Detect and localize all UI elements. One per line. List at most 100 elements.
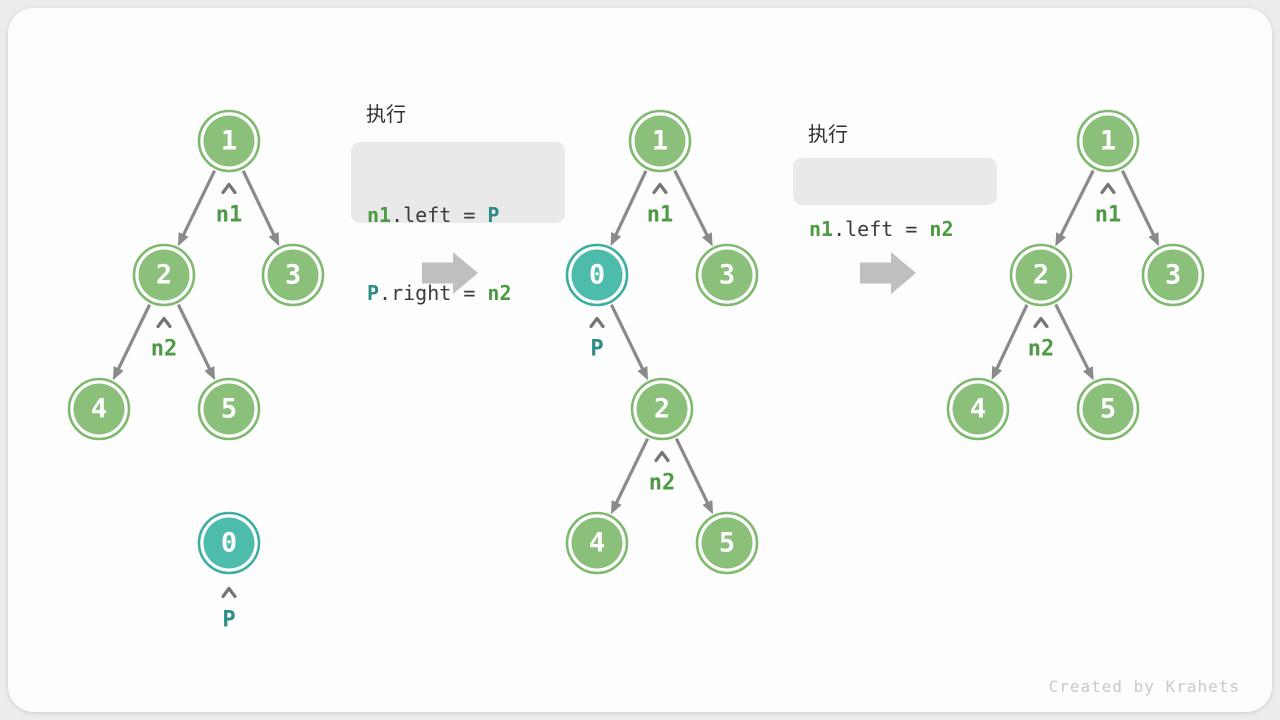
edge-arrowhead-icon — [1148, 232, 1160, 247]
pointer-n2: n2 — [151, 316, 177, 362]
node-value: 2 — [156, 260, 172, 291]
edge-arrowhead-icon — [204, 366, 216, 381]
pointer-label: P — [222, 608, 235, 633]
edge-arrowhead-icon — [610, 500, 622, 515]
caret-up-icon — [221, 182, 237, 195]
caret-up-icon — [652, 182, 668, 195]
code-token: P — [367, 281, 380, 305]
code-line: n1.left = n2 — [809, 214, 997, 244]
node-body — [73, 383, 125, 435]
tree-node-2: 2 — [630, 377, 694, 441]
pointer-P: P — [589, 316, 605, 362]
pointer-label: n1 — [647, 203, 674, 228]
caret-up-icon — [654, 450, 670, 463]
edge-line — [674, 437, 711, 506]
node-value: 3 — [285, 260, 301, 291]
node-body — [203, 115, 255, 167]
transition-arrow-icon — [860, 252, 916, 294]
node-value: 1 — [1100, 126, 1116, 157]
edge-arrowhead-icon — [1082, 366, 1094, 381]
node-body — [701, 517, 753, 569]
pointer-label: n2 — [1028, 337, 1055, 362]
edge-line — [994, 304, 1029, 372]
caret-up-icon — [156, 316, 172, 329]
pointer-label: n2 — [649, 471, 676, 496]
code-token: .left = — [391, 203, 488, 227]
tree-node-5: 5 — [1076, 377, 1140, 441]
node-body — [1147, 249, 1199, 301]
node-value: 2 — [1033, 260, 1049, 291]
tree-node-5: 5 — [197, 377, 261, 441]
caret-up-icon — [221, 586, 237, 599]
node-body — [1082, 383, 1134, 435]
node-body — [1082, 115, 1134, 167]
caret-up-icon — [1100, 182, 1116, 195]
pointer-label: P — [590, 337, 603, 362]
edge-line — [115, 303, 152, 372]
node-value: 0 — [221, 528, 237, 559]
node-body — [952, 383, 1004, 435]
edge-arrowhead-icon — [610, 231, 622, 247]
node-body — [138, 249, 190, 301]
edge-line — [613, 170, 648, 238]
tree-node-1: 1 — [1076, 109, 1140, 173]
node-body — [267, 249, 319, 301]
code-line: n1.left = P — [367, 200, 565, 230]
edge-line — [1054, 303, 1091, 373]
tree-node-4: 4 — [946, 377, 1010, 441]
edge-line — [180, 169, 217, 238]
node-value: 4 — [91, 394, 107, 425]
code-token: n2 — [487, 281, 512, 305]
edge-arrowhead-icon — [637, 366, 649, 381]
node-body — [1015, 249, 1067, 301]
caret-up-icon — [589, 316, 605, 329]
edge-arrowhead-icon — [268, 232, 280, 247]
edge-line — [613, 437, 650, 506]
node-value: 1 — [652, 126, 668, 157]
tree-node-0: 0 — [565, 243, 629, 307]
node-value: 4 — [589, 528, 605, 559]
tree-node-1: 1 — [628, 109, 692, 173]
edge-line — [609, 303, 646, 372]
code-token: n1 — [367, 203, 392, 227]
tree-node-1: 1 — [197, 109, 261, 173]
edge-line — [673, 169, 710, 239]
code-box-2: n1.left = n2 — [793, 158, 997, 241]
pointer-n1: n1 — [216, 182, 242, 228]
node-body — [636, 383, 688, 435]
edge-arrowhead-icon — [702, 500, 714, 515]
tree-node-2: 2 — [1009, 243, 1073, 307]
node-value: 5 — [719, 528, 735, 559]
tree-node-5: 5 — [695, 511, 759, 575]
tree-result: 1 2 3 4 5 n1 n2 — [946, 109, 1205, 441]
pointer-n1: n1 — [1095, 182, 1122, 228]
node-value: 5 — [1100, 394, 1116, 425]
edge-line — [176, 303, 213, 372]
code-token: n1 — [809, 217, 834, 241]
node-value: 2 — [654, 394, 670, 425]
watermark: Created by Krahets — [1048, 677, 1240, 696]
tree-node-3: 3 — [1141, 243, 1205, 307]
node-value: 3 — [1165, 260, 1181, 291]
pointer-label: n1 — [1095, 203, 1122, 228]
tree-node-4: 4 — [67, 377, 131, 441]
edge-arrowhead-icon — [112, 366, 124, 381]
node-body — [634, 115, 686, 167]
code-token: n2 — [929, 217, 954, 241]
edge-arrowhead-icon — [991, 365, 1003, 381]
edge-arrowhead-icon — [701, 232, 713, 247]
node-body — [571, 517, 623, 569]
node-value: 5 — [221, 394, 237, 425]
code-box-1: n1.left = P P.right = n2 — [351, 142, 565, 305]
transition-arrow-icon — [422, 252, 478, 294]
code-token: .right = — [379, 281, 488, 305]
exec-label-2: 执行 — [808, 122, 848, 146]
node-body — [203, 383, 255, 435]
tree-node-4: 4 — [565, 511, 629, 575]
pointer-n1: n1 — [647, 182, 674, 228]
pointer-P: P — [221, 586, 237, 633]
edge-line — [1120, 169, 1157, 238]
node-body — [203, 517, 255, 569]
node-body — [701, 249, 753, 301]
